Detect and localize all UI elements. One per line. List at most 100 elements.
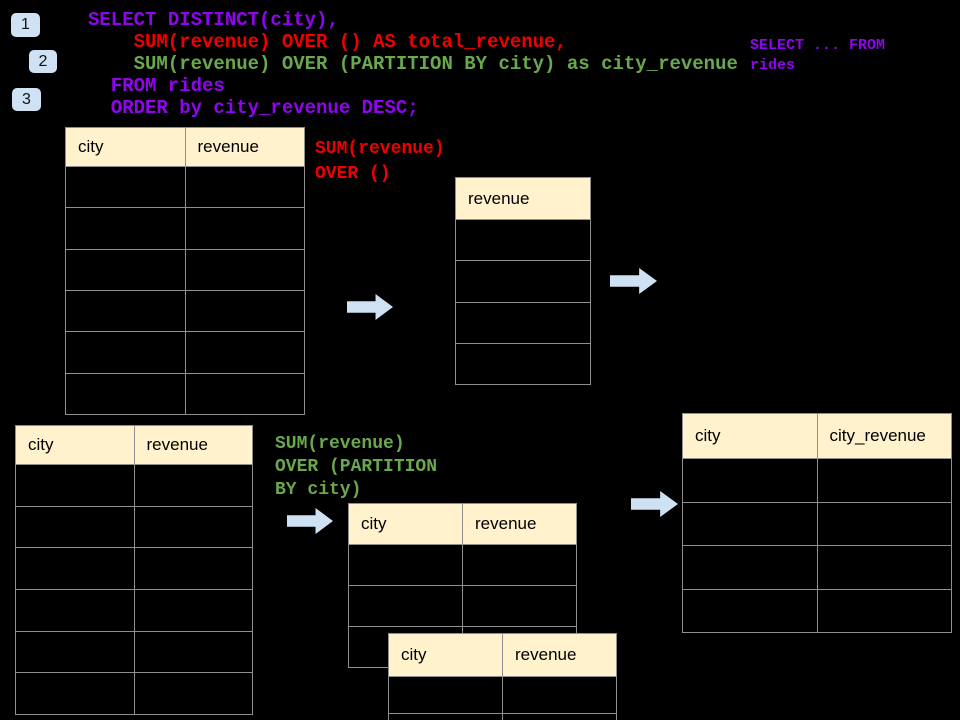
code-line: SUM(revenue) xyxy=(275,434,405,454)
table-cell xyxy=(66,249,186,290)
sql-query-code: SELECT DISTINCT(city),SUM(revenue) OVER … xyxy=(88,9,738,119)
table-cell xyxy=(683,589,818,632)
code-line: SUM(revenue) OVER () AS total_revenue, xyxy=(133,31,567,53)
table-cell xyxy=(456,220,590,261)
table-cell xyxy=(134,465,252,506)
table-cell xyxy=(817,502,951,545)
code-line: SELECT DISTINCT(city), xyxy=(88,9,339,31)
table-cell xyxy=(683,459,818,502)
table-cell xyxy=(185,332,304,373)
column-header: city xyxy=(16,426,135,464)
select-from-rides-note: SELECT ... FROM rides xyxy=(750,36,885,76)
code-line: OVER () xyxy=(315,164,391,184)
table-cell xyxy=(66,208,186,249)
arrow-right-icon xyxy=(287,508,333,534)
column-header: city xyxy=(66,128,186,166)
arrow-right-icon xyxy=(631,491,678,517)
table-cell xyxy=(66,167,186,208)
table-cell xyxy=(185,290,304,332)
column-header: revenue xyxy=(503,634,616,676)
arrow-right-icon xyxy=(610,268,657,294)
table-cell xyxy=(817,546,951,589)
column-header: city_revenue xyxy=(817,414,951,458)
table-cell xyxy=(817,459,951,502)
table-cell xyxy=(456,261,590,302)
code-line: ORDER by city_revenue DESC; xyxy=(110,97,419,119)
column-header: revenue xyxy=(456,178,590,219)
table-row xyxy=(349,545,576,586)
table-cell xyxy=(463,545,576,585)
table-row xyxy=(16,590,252,632)
table-cell xyxy=(389,677,503,713)
table-row xyxy=(389,714,616,720)
step-badge-1: 1 xyxy=(11,13,40,37)
step-badge-1-label: 1 xyxy=(21,16,30,33)
table-cell xyxy=(16,631,135,673)
table-cell xyxy=(66,373,186,414)
table-cell xyxy=(456,302,590,343)
table-cell xyxy=(185,249,304,290)
step-badge-2: 2 xyxy=(29,50,57,73)
table-cell xyxy=(503,714,616,720)
table-row xyxy=(66,167,304,209)
code-line: BY city) xyxy=(275,480,362,500)
table-cell xyxy=(134,506,252,548)
table-cell xyxy=(16,548,135,590)
table-row xyxy=(16,506,252,549)
table-row xyxy=(66,290,304,333)
table-row xyxy=(456,220,590,262)
column-header: revenue xyxy=(185,128,304,166)
table-row xyxy=(16,631,252,674)
table-row xyxy=(456,302,590,344)
table-row xyxy=(683,502,951,546)
table-cell xyxy=(503,677,616,713)
column-header: city xyxy=(349,504,463,544)
table-row xyxy=(66,332,304,374)
table-cell xyxy=(463,586,576,626)
table-cell xyxy=(185,373,304,414)
table-row xyxy=(683,459,951,503)
column-header: city xyxy=(683,414,818,458)
sum-over-total-label: SUM(revenue)OVER () xyxy=(315,137,445,187)
table-cell xyxy=(16,673,135,715)
table-cell xyxy=(66,290,186,332)
code-line: SELECT ... FROM xyxy=(750,37,886,54)
table-row xyxy=(16,548,252,591)
code-line: SUM(revenue) OVER (PARTITION BY city) as… xyxy=(133,53,738,75)
table-row xyxy=(389,677,616,714)
table-row xyxy=(16,673,252,715)
table-cell xyxy=(349,586,463,626)
step-badge-2-label: 2 xyxy=(38,52,48,70)
table-cell xyxy=(185,167,304,208)
table-cell xyxy=(817,589,951,632)
table-row xyxy=(16,465,252,507)
table-row xyxy=(349,586,576,627)
table-cell xyxy=(456,343,590,384)
table-cell xyxy=(683,546,818,589)
code-line: FROM rides xyxy=(110,75,225,97)
table-row xyxy=(66,208,304,250)
table-cell xyxy=(134,631,252,673)
table-row xyxy=(456,343,590,384)
column-header: revenue xyxy=(463,504,576,544)
table-row xyxy=(456,261,590,303)
table-row xyxy=(683,546,951,590)
column-header: city xyxy=(389,634,503,676)
code-line: rides xyxy=(750,57,796,74)
arrow-right-icon xyxy=(347,294,393,320)
table-cell xyxy=(134,590,252,631)
table-cell xyxy=(16,465,135,506)
table-cell xyxy=(683,502,818,545)
table-cell xyxy=(16,506,135,548)
table-row xyxy=(66,249,304,291)
